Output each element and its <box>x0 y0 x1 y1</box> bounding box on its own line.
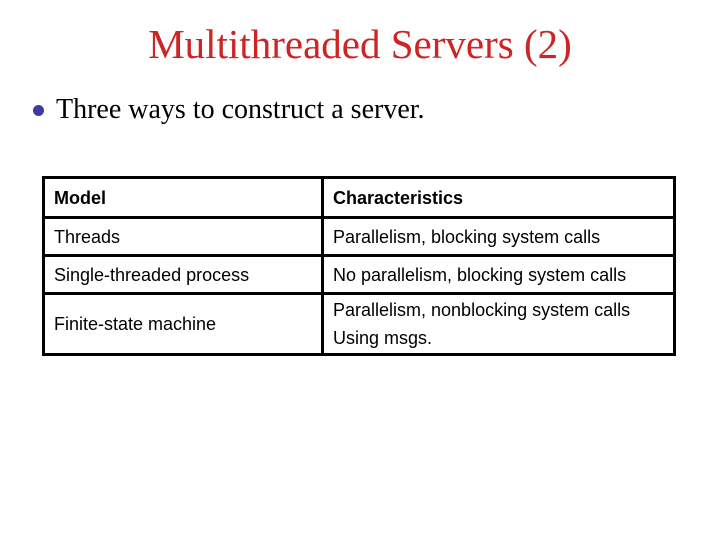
bullet-item: Three ways to construct a server. <box>33 94 700 126</box>
page-title: Multithreaded Servers (2) <box>148 21 572 67</box>
model-cell: Single-threaded process <box>42 254 324 295</box>
table-row: Finite-state machine Parallelism, nonblo… <box>42 292 676 356</box>
model-cell: Threads <box>42 216 324 257</box>
bullet-marker-icon <box>33 105 44 116</box>
table-row: Threads Parallelism, blocking system cal… <box>42 216 676 257</box>
server-models-table: Model Characteristics Threads Parallelis… <box>42 176 676 356</box>
model-cell: Finite-state machine <box>42 292 324 356</box>
bullet-text: Three ways to construct a server. <box>56 94 425 125</box>
characteristics-cell: Parallelism, nonblocking system calls Us… <box>321 292 676 356</box>
table-header-row: Model Characteristics <box>42 176 676 219</box>
characteristics-cell: No parallelism, blocking system calls <box>321 254 676 295</box>
table-header-characteristics: Characteristics <box>321 176 676 219</box>
table-header-model: Model <box>42 176 324 219</box>
table-row: Single-threaded process No parallelism, … <box>42 254 676 295</box>
characteristics-cell: Parallelism, blocking system calls <box>321 216 676 257</box>
